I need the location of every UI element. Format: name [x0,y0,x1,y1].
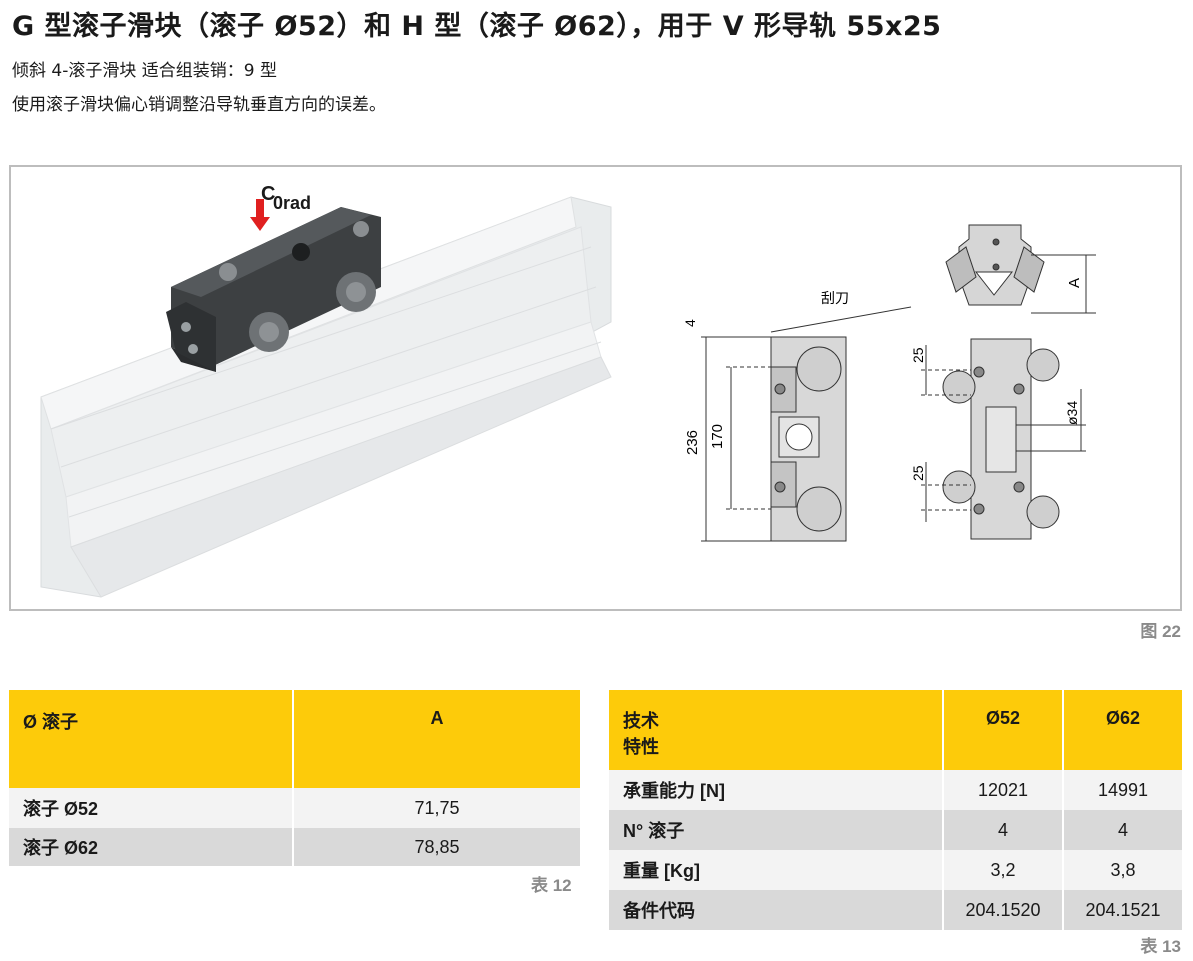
load-arrow [250,199,270,231]
spec-label: 备件代码 [609,890,943,930]
table12-row1-value: 71,75 [292,788,580,828]
description-line-2: 使用滚子滑块偏心销调整沿导轨垂直方向的误差。 [12,95,386,115]
product-illustration: C 0rad A [40,183,1096,598]
spec-value-d62: 3,8 [1062,850,1182,890]
dim-a: A [1066,278,1083,288]
dim-gap-top: 25 [910,347,926,363]
table12-row2-value: 78,85 [292,828,580,866]
spec-value-d52: 3,2 [942,850,1063,890]
table12-row2-label: 滚子 Ø62 [9,828,293,866]
spec-value-d62: 14991 [1062,770,1182,810]
table-row: 备件代码 204.1520 204.1521 [609,890,1182,930]
table-row: 滚子 Ø62 78,85 [9,828,580,866]
figure-panel: C 0rad A [9,165,1182,611]
slider-image [166,207,381,372]
side-view-drawing [701,306,912,542]
scraper-label: 刮刀 [821,290,849,306]
table-row: N° 滚子 4 4 [609,810,1182,850]
spec-value-d62: 4 [1062,810,1182,850]
load-symbol: C [261,183,275,205]
spec-value-d52: 204.1520 [942,890,1063,930]
dim-gap-bottom: 25 [910,465,926,481]
dim-top: 4 [682,319,698,327]
description-line-1: 倾斜 4-滚子滑块 适合组装销：9 型 [12,61,277,81]
table13-header-label: 技术特性 [609,690,943,770]
section-view-drawing [921,338,1086,540]
table12-caption: 表 12 [531,876,572,895]
table12-header-a: A [292,690,580,788]
spec-label: 承重能力 [N] [609,770,943,810]
spec-value-d62: 204.1521 [1062,890,1182,930]
table12-row1-label: 滚子 Ø52 [9,788,293,828]
table-row: 滚子 Ø52 71,75 [9,788,580,828]
roller-table: Ø 滚子 A 滚子 Ø52 71,75 滚子 Ø62 78,85 [9,690,580,866]
table-row: 承重能力 [N] 12021 14991 [609,770,1182,810]
dim-total-height: 236 [684,430,701,455]
top-view-drawing [945,224,1096,314]
table-row: 重量 [Kg] 3,2 3,8 [609,850,1182,890]
specs-table: 技术特性 Ø52 Ø62 承重能力 [N] 12021 14991 N° 滚子 … [609,690,1182,930]
spec-value-d52: 12021 [942,770,1063,810]
table13-header-d62: Ø62 [1062,690,1182,770]
spec-label: N° 滚子 [609,810,943,850]
table13-header-d52: Ø52 [942,690,1063,770]
table13-caption: 表 13 [1140,937,1181,956]
dim-diameter: ø34 [1064,401,1080,425]
spec-label: 重量 [Kg] [609,850,943,890]
page-title: G 型滚子滑块（滚子 Ø52）和 H 型（滚子 Ø62），用于 V 形导轨 55… [12,11,942,42]
spec-value-d52: 4 [942,810,1063,850]
dim-inner-height: 170 [709,424,726,449]
load-subscript: 0rad [273,193,311,213]
figure-caption: 图 22 [1140,622,1181,641]
table12-header-diameter: Ø 滚子 [9,690,293,788]
